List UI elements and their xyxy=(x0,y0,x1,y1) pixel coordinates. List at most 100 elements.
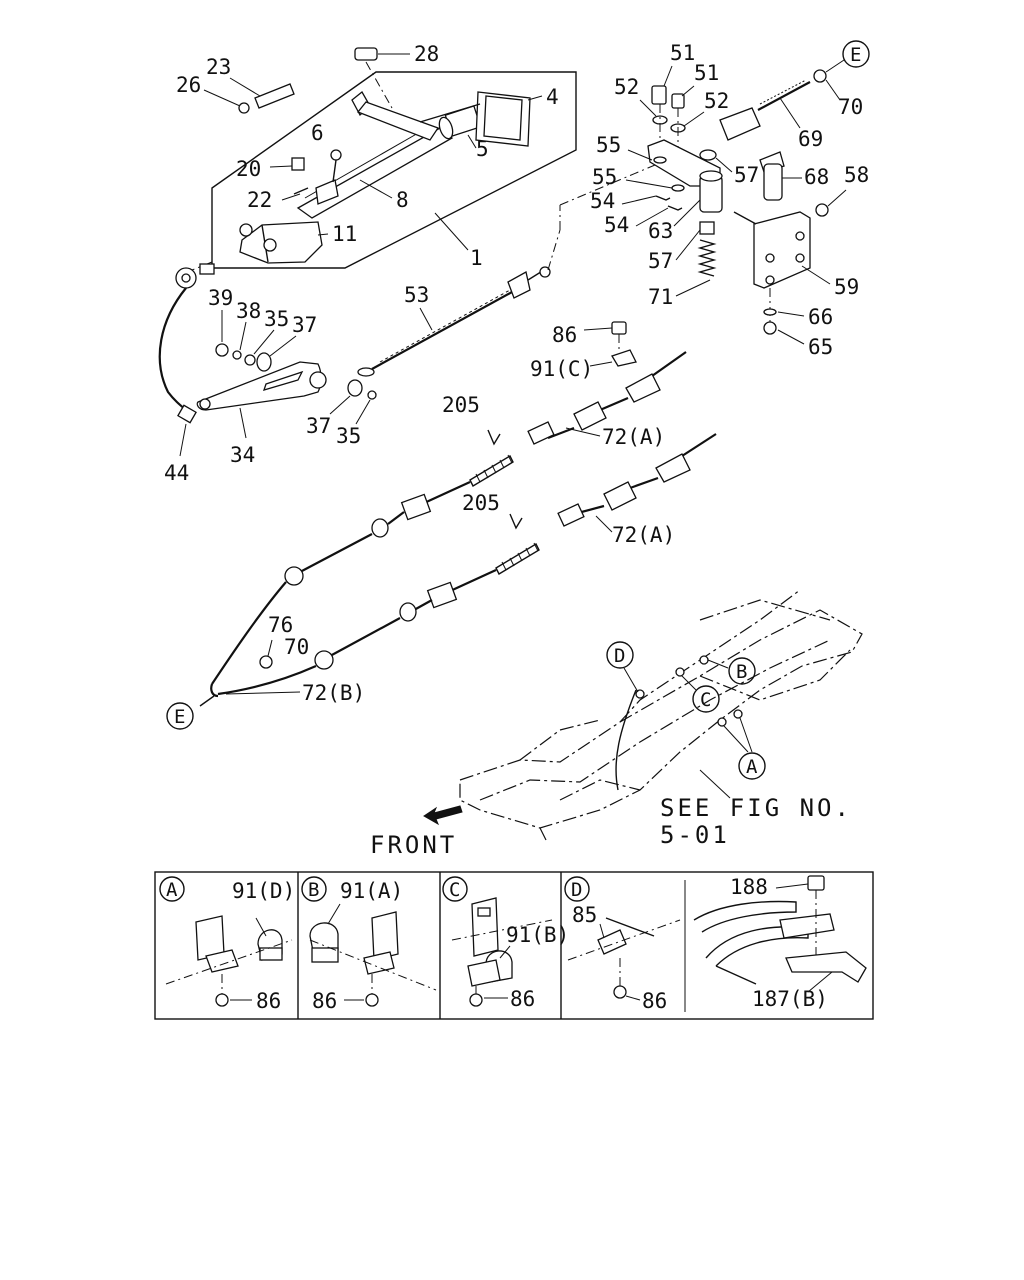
front-cable-44: 44 xyxy=(158,261,215,485)
lever-labels: 28 23 26 4 6 5 20 8 22 11 1 xyxy=(176,42,559,270)
detail-d-label-188: 188 xyxy=(730,875,768,899)
see-fig-line2: 5-01 xyxy=(660,821,730,849)
label-68: 68 xyxy=(804,165,829,189)
detail-panel-c: C 91(B) 86 xyxy=(442,876,569,1011)
label-28: 28 xyxy=(414,42,439,66)
label-57a: 57 xyxy=(734,163,759,187)
label-65: 65 xyxy=(808,335,833,359)
part-37-bushing-b xyxy=(347,379,363,397)
label-51b: 51 xyxy=(694,61,719,85)
equalizer-labels: 39 38 35 37 34 37 35 xyxy=(208,286,371,467)
lever-assembly-group xyxy=(211,47,577,269)
label-51a: 51 xyxy=(670,41,695,65)
part-26-washer xyxy=(238,102,250,114)
part-35-washer xyxy=(244,354,256,366)
detail-panel-b: B 91(A) 86 xyxy=(301,876,437,1013)
detail-b-id: B xyxy=(308,879,319,901)
detail-b-marker xyxy=(301,876,327,902)
detail-b-label-91a: 91(A) xyxy=(340,879,403,903)
equalizer-34 xyxy=(196,343,377,439)
label-34: 34 xyxy=(230,443,255,467)
part-66-washer xyxy=(763,308,777,316)
label-35a: 35 xyxy=(264,307,289,331)
detail-panels-frame xyxy=(154,871,874,1020)
part-70-nut-b xyxy=(259,655,273,669)
label-5: 5 xyxy=(476,137,489,161)
part-68-bolt xyxy=(763,163,783,201)
clevis xyxy=(719,107,761,141)
rear-cable-upper xyxy=(211,351,687,685)
label-6: 6 xyxy=(311,121,324,145)
equalizer-lever xyxy=(196,361,322,411)
detail-panel-a: A 91(D) 86 xyxy=(159,876,295,1013)
label-71: 71 xyxy=(648,285,673,309)
part-20-bolt xyxy=(291,157,305,171)
label-55b: 55 xyxy=(592,165,617,189)
detail-d-id: D xyxy=(571,879,582,901)
part-51-bolt-a xyxy=(651,85,667,105)
rear-cable-lower: E xyxy=(166,433,717,730)
right-bracket-assembly xyxy=(647,69,829,335)
label-54a: 54 xyxy=(590,189,615,213)
label-72a2: 72(A) xyxy=(612,523,675,547)
part-37-bushing xyxy=(256,352,272,372)
part-71-spring xyxy=(697,239,717,277)
callout-a xyxy=(738,752,766,780)
label-8: 8 xyxy=(396,188,409,212)
detail-d-bolt-188 xyxy=(807,875,825,891)
label-1: 1 xyxy=(470,246,483,270)
label-205a: 205 xyxy=(442,393,480,417)
detail-a-label-86: 86 xyxy=(256,989,281,1013)
label-20: 20 xyxy=(236,157,261,181)
detail-c-marker xyxy=(442,876,468,902)
callout-e-left-text: E xyxy=(174,706,185,728)
label-91c: 91(C) xyxy=(530,357,593,381)
front-indicator: FRONT xyxy=(370,805,463,859)
label-66: 66 xyxy=(808,305,833,329)
label-44: 44 xyxy=(164,461,189,485)
label-57b: 57 xyxy=(648,249,673,273)
detail-d-marker xyxy=(564,876,590,902)
detail-c-id: C xyxy=(449,879,460,901)
label-69: 69 xyxy=(798,127,823,151)
label-26: 26 xyxy=(176,73,201,97)
part-6-clip xyxy=(330,149,342,161)
detail-a-marker xyxy=(159,876,185,902)
detail-d-label-86: 86 xyxy=(642,989,667,1013)
part-23-bolt xyxy=(254,83,295,109)
detail-d-label-187b: 187(B) xyxy=(752,987,828,1011)
label-37a: 37 xyxy=(292,313,317,337)
detail-a-label-91d: 91(D) xyxy=(232,879,295,903)
rear-cable-labels: 205 72(A) 205 72(A) 76 70 72(B) xyxy=(225,393,675,705)
label-59: 59 xyxy=(834,275,859,299)
label-58: 58 xyxy=(844,163,869,187)
middle-cable-53: 53 xyxy=(357,164,656,377)
detail-d-bracket-187b xyxy=(785,951,867,983)
label-70b: 70 xyxy=(284,635,309,659)
part-58-nut xyxy=(815,203,829,217)
label-55a: 55 xyxy=(596,133,621,157)
part-35-washer-b xyxy=(367,390,377,400)
detail-panels: A 91(D) 86 B 91(A) 86 xyxy=(154,871,874,1020)
detail-c-label-86: 86 xyxy=(510,987,535,1011)
label-63: 63 xyxy=(648,219,673,243)
label-205b: 205 xyxy=(462,491,500,515)
label-53: 53 xyxy=(404,283,429,307)
callout-e-top xyxy=(842,40,870,68)
callout-c xyxy=(692,685,720,713)
detail-d-label-85: 85 xyxy=(572,903,597,927)
detail-b-label-86: 86 xyxy=(312,989,337,1013)
bracket-labels: 51 51 52 52 55 55 54 54 63 57 57 71 68 5… xyxy=(590,40,870,359)
clip-91c-group: 86 91(C) xyxy=(530,321,637,381)
label-4: 4 xyxy=(546,85,559,109)
callout-b-text: B xyxy=(736,661,747,683)
label-72a1: 72(A) xyxy=(602,425,665,449)
vehicle-frame: D B C A SEE FIG NO. 5-01 xyxy=(459,589,863,849)
label-37b: 37 xyxy=(306,414,331,438)
part-57-pin xyxy=(699,149,717,161)
callout-c-text: C xyxy=(700,689,711,711)
part-70-nut xyxy=(813,69,827,83)
label-52b: 52 xyxy=(704,89,729,113)
label-35b: 35 xyxy=(336,424,361,448)
callout-b xyxy=(728,657,756,685)
